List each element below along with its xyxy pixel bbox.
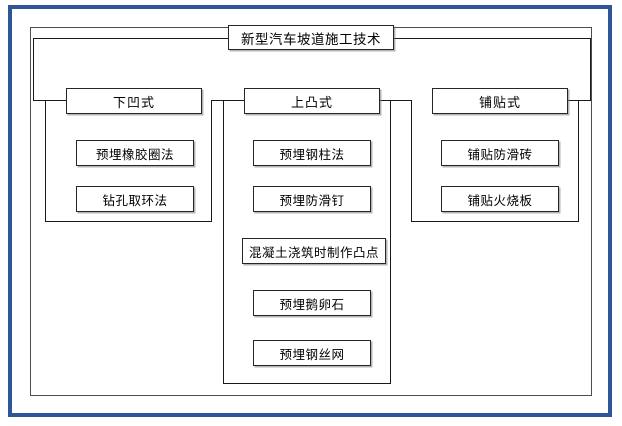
root-drop-leg-left <box>33 38 34 100</box>
root-node-label: 新型汽车坡道施工技术 <box>241 31 381 48</box>
leaf-node-convex-1[interactable]: 预埋钢柱法 <box>253 140 371 166</box>
leaf-node-concave-2-label: 钻孔取环法 <box>102 192 168 208</box>
group-header-concave[interactable]: 下凹式 <box>66 88 202 114</box>
group-bracket-concave <box>45 100 212 222</box>
leaf-node-convex-2-label: 预埋防滑钉 <box>279 192 345 208</box>
leaf-node-paving-1-label: 铺贴防滑砖 <box>467 146 533 162</box>
leaf-node-convex-1-label: 预埋钢柱法 <box>279 146 345 162</box>
group-bracket-paving <box>411 100 579 222</box>
leaf-node-convex-3[interactable]: 混凝土浇筑时制作凸点 <box>242 238 386 264</box>
group-header-paving-label: 铺贴式 <box>478 95 521 111</box>
connector-root-to-group-convex-right <box>379 100 411 101</box>
leaf-node-convex-5[interactable]: 预埋钢丝网 <box>253 340 371 366</box>
leaf-node-convex-4[interactable]: 预埋鹅卵石 <box>253 290 371 316</box>
group-header-convex-label: 上凸式 <box>290 95 333 111</box>
leaf-node-paving-2[interactable]: 铺贴火烧板 <box>441 186 559 212</box>
leaf-node-paving-1[interactable]: 铺贴防滑砖 <box>441 140 559 166</box>
outer-blue-border <box>8 5 612 417</box>
root-spine-left <box>33 38 229 39</box>
group-bracket-convex <box>223 100 391 384</box>
leaf-node-convex-4-label: 预埋鹅卵石 <box>279 296 345 312</box>
leaf-node-convex-2[interactable]: 预埋防滑钉 <box>253 186 371 212</box>
leaf-node-concave-1-label: 预埋橡胶圈法 <box>95 146 174 162</box>
leaf-node-concave-2[interactable]: 钻孔取环法 <box>76 186 194 212</box>
root-node-new-vehicle-ramp-construction-technology[interactable]: 新型汽车坡道施工技术 <box>228 25 394 50</box>
leaf-node-concave-1[interactable]: 预埋橡胶圈法 <box>76 140 194 166</box>
group-header-paving[interactable]: 铺贴式 <box>432 88 568 114</box>
connector-root-to-group-paving <box>557 100 591 101</box>
group-header-concave-label: 下凹式 <box>112 95 155 111</box>
root-drop-leg-right <box>590 38 591 100</box>
leaf-node-convex-5-label: 预埋钢丝网 <box>279 346 345 362</box>
leaf-node-convex-3-label: 混凝土浇筑时制作凸点 <box>248 244 379 260</box>
group-header-convex[interactable]: 上凸式 <box>244 88 380 114</box>
connector-root-to-group-convex-left <box>212 100 244 101</box>
root-spine-right <box>393 38 590 39</box>
leaf-node-paving-2-label: 铺贴火烧板 <box>467 192 533 208</box>
connector-root-to-group-concave <box>33 100 67 101</box>
